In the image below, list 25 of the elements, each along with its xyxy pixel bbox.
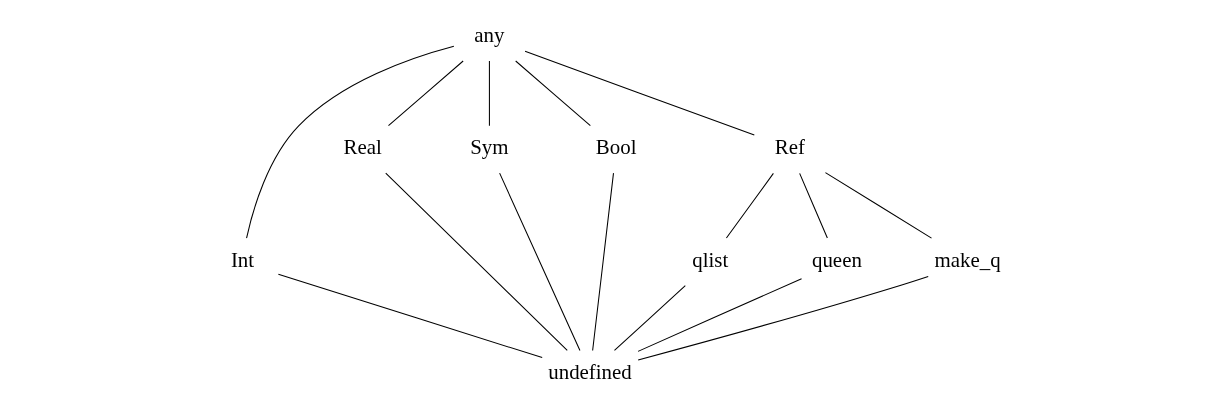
- connector: [488, 60, 490, 127]
- connector: [384, 172, 568, 351]
- connector: [524, 50, 755, 136]
- node-text: queen: [811, 247, 862, 272]
- node-text: undefined: [547, 360, 632, 384]
- connector: [824, 172, 932, 239]
- connector: [498, 172, 580, 351]
- node-text: qlist: [691, 247, 728, 272]
- node-text: Bool: [595, 135, 636, 160]
- connector: [277, 273, 543, 359]
- connector: [245, 45, 454, 239]
- node-text: make_q: [934, 247, 1001, 272]
- connector: [725, 172, 774, 239]
- node-text: Real: [343, 135, 382, 160]
- node-text: any: [473, 22, 505, 47]
- connector: [637, 278, 802, 352]
- node-text: Ref: [774, 135, 805, 160]
- connector: [798, 172, 828, 239]
- connector: [591, 172, 614, 351]
- connector: [613, 285, 686, 351]
- node-text: Int: [230, 247, 254, 272]
- connector: [514, 60, 591, 127]
- connector: [637, 275, 929, 361]
- connector: [387, 60, 464, 127]
- node-text: Sym: [469, 135, 509, 160]
